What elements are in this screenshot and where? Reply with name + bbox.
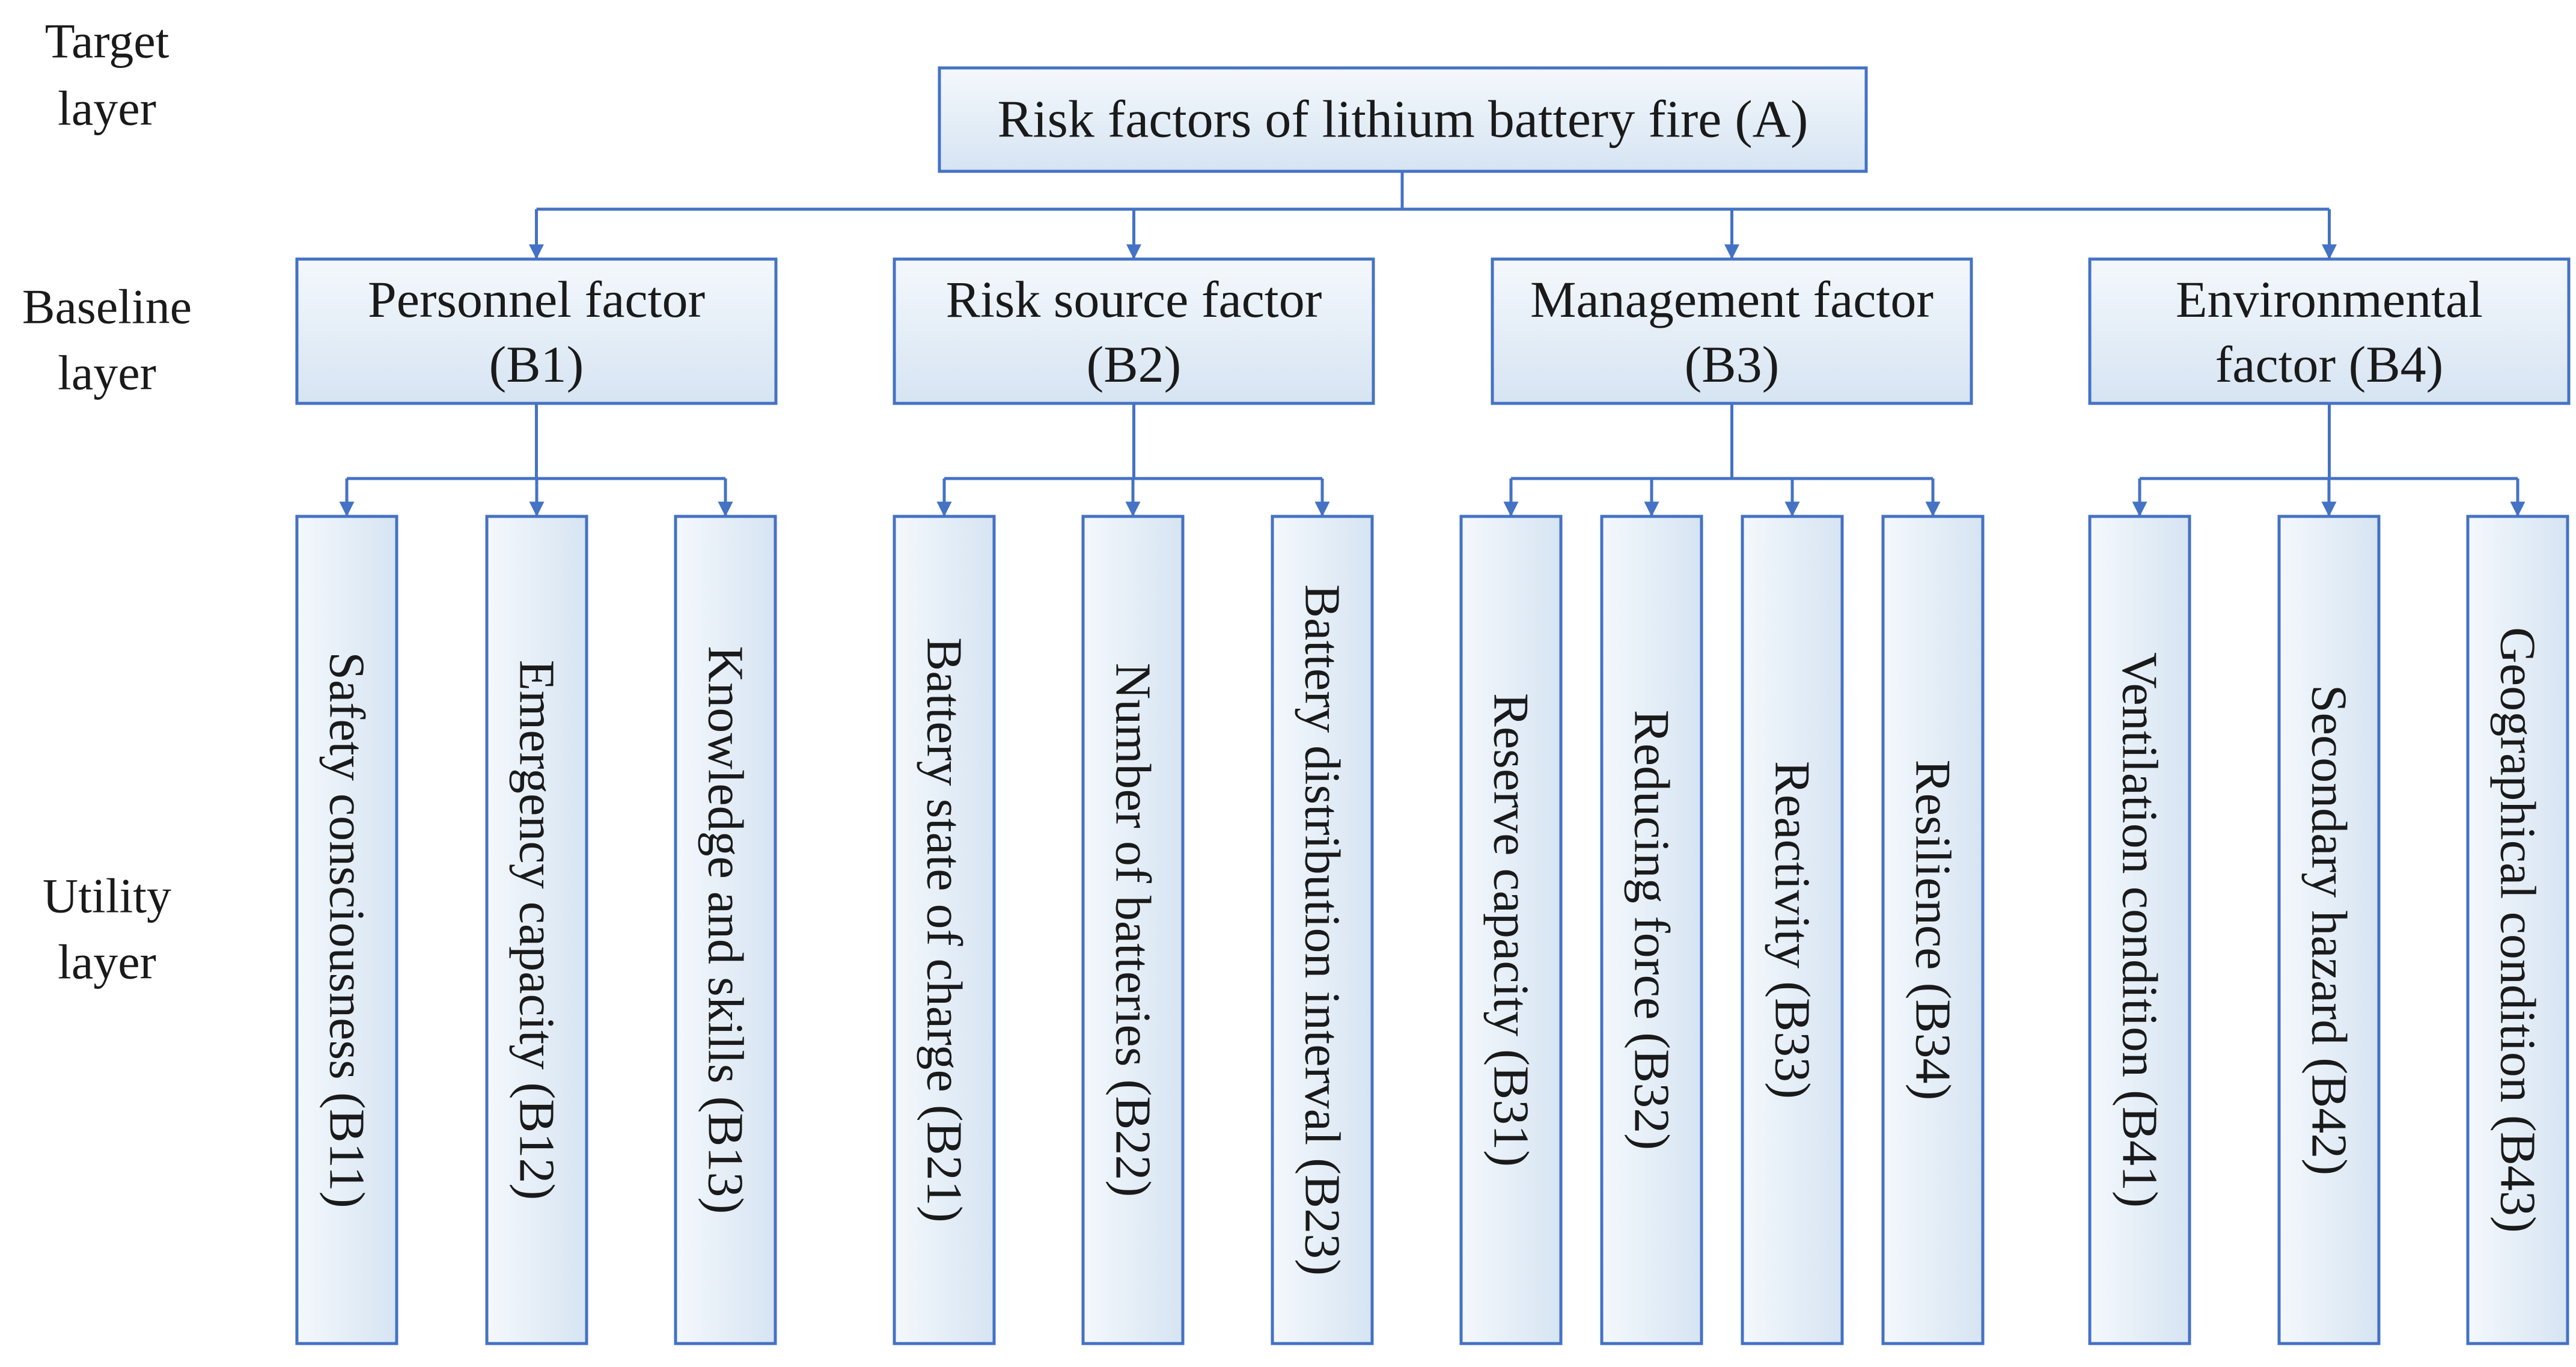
utility-box-B21 bbox=[893, 515, 996, 1345]
baseline-label-B2: (B2) bbox=[1087, 335, 1182, 393]
utility-label-B32: Reducing force (B32) bbox=[1624, 710, 1680, 1150]
utility-box-B12 bbox=[485, 515, 588, 1345]
utility-box-B41 bbox=[2088, 515, 2191, 1345]
baseline-box-B1 bbox=[295, 257, 778, 405]
utility-label-B34: Resilience (B34) bbox=[1905, 760, 1961, 1101]
utility-box-B31 bbox=[1459, 515, 1563, 1345]
boxes: Risk factors of lithium battery fire (A)… bbox=[295, 66, 2571, 1345]
layer-label-utility: layer bbox=[58, 935, 156, 989]
utility-box-B13 bbox=[674, 515, 777, 1345]
utility-box-B34 bbox=[1881, 515, 1985, 1345]
baseline-label-B4: Environmental bbox=[2176, 271, 2483, 328]
utility-label-B11: Safety consciousness (B11) bbox=[319, 652, 375, 1208]
baseline-label-B3: Management factor bbox=[1530, 271, 1934, 328]
utility-label-B31: Reserve capacity (B31) bbox=[1483, 693, 1539, 1167]
utility-label-B12: Emergency capacity (B12) bbox=[509, 660, 565, 1200]
utility-box-B33 bbox=[1741, 515, 1844, 1345]
baseline-label-B1: (B1) bbox=[489, 335, 584, 393]
utility-label-B21: Battery state of charge (B21) bbox=[917, 637, 972, 1222]
utility-label-B43: Geographical condition (B43) bbox=[2490, 627, 2546, 1233]
utility-box-B23 bbox=[1271, 515, 1374, 1345]
utility-label-B13: Knowledge and skills (B13) bbox=[698, 646, 754, 1214]
utility-label-B42: Secondary hazard (B42) bbox=[2301, 685, 2357, 1175]
layer-label-baseline: layer bbox=[58, 346, 156, 400]
baseline-box-B2 bbox=[893, 257, 1375, 405]
baseline-label-B3: (B3) bbox=[1685, 335, 1780, 393]
baseline-box-B3 bbox=[1491, 257, 1973, 405]
utility-label-B33: Reactivity (B33) bbox=[1765, 761, 1821, 1099]
utility-label-B41: Ventilation condition (B41) bbox=[2112, 652, 2168, 1208]
utility-box-B43 bbox=[2466, 515, 2569, 1345]
target-label: Risk factors of lithium battery fire (A) bbox=[998, 91, 1808, 149]
connectors bbox=[339, 171, 2526, 517]
utility-box-B42 bbox=[2277, 515, 2381, 1345]
utility-box-B11 bbox=[295, 515, 398, 1345]
baseline-box-B4 bbox=[2088, 257, 2571, 405]
utility-label-B23: Battery distribution interval (B23) bbox=[1295, 584, 1351, 1276]
target-box bbox=[938, 66, 1868, 173]
layer-label-utility: Utility bbox=[43, 869, 171, 923]
utility-box-B32 bbox=[1600, 515, 1703, 1345]
layer-label-baseline: Baseline bbox=[22, 280, 192, 334]
baseline-label-B2: Risk source factor bbox=[946, 271, 1322, 328]
baseline-label-B4: factor (B4) bbox=[2215, 335, 2444, 393]
utility-box-B22 bbox=[1081, 515, 1185, 1345]
baseline-label-B1: Personnel factor bbox=[368, 271, 705, 328]
layer-label-target: layer bbox=[58, 81, 156, 136]
layer-label-target: Target bbox=[45, 14, 169, 69]
utility-label-B22: Number of batteries (B22) bbox=[1105, 663, 1161, 1197]
